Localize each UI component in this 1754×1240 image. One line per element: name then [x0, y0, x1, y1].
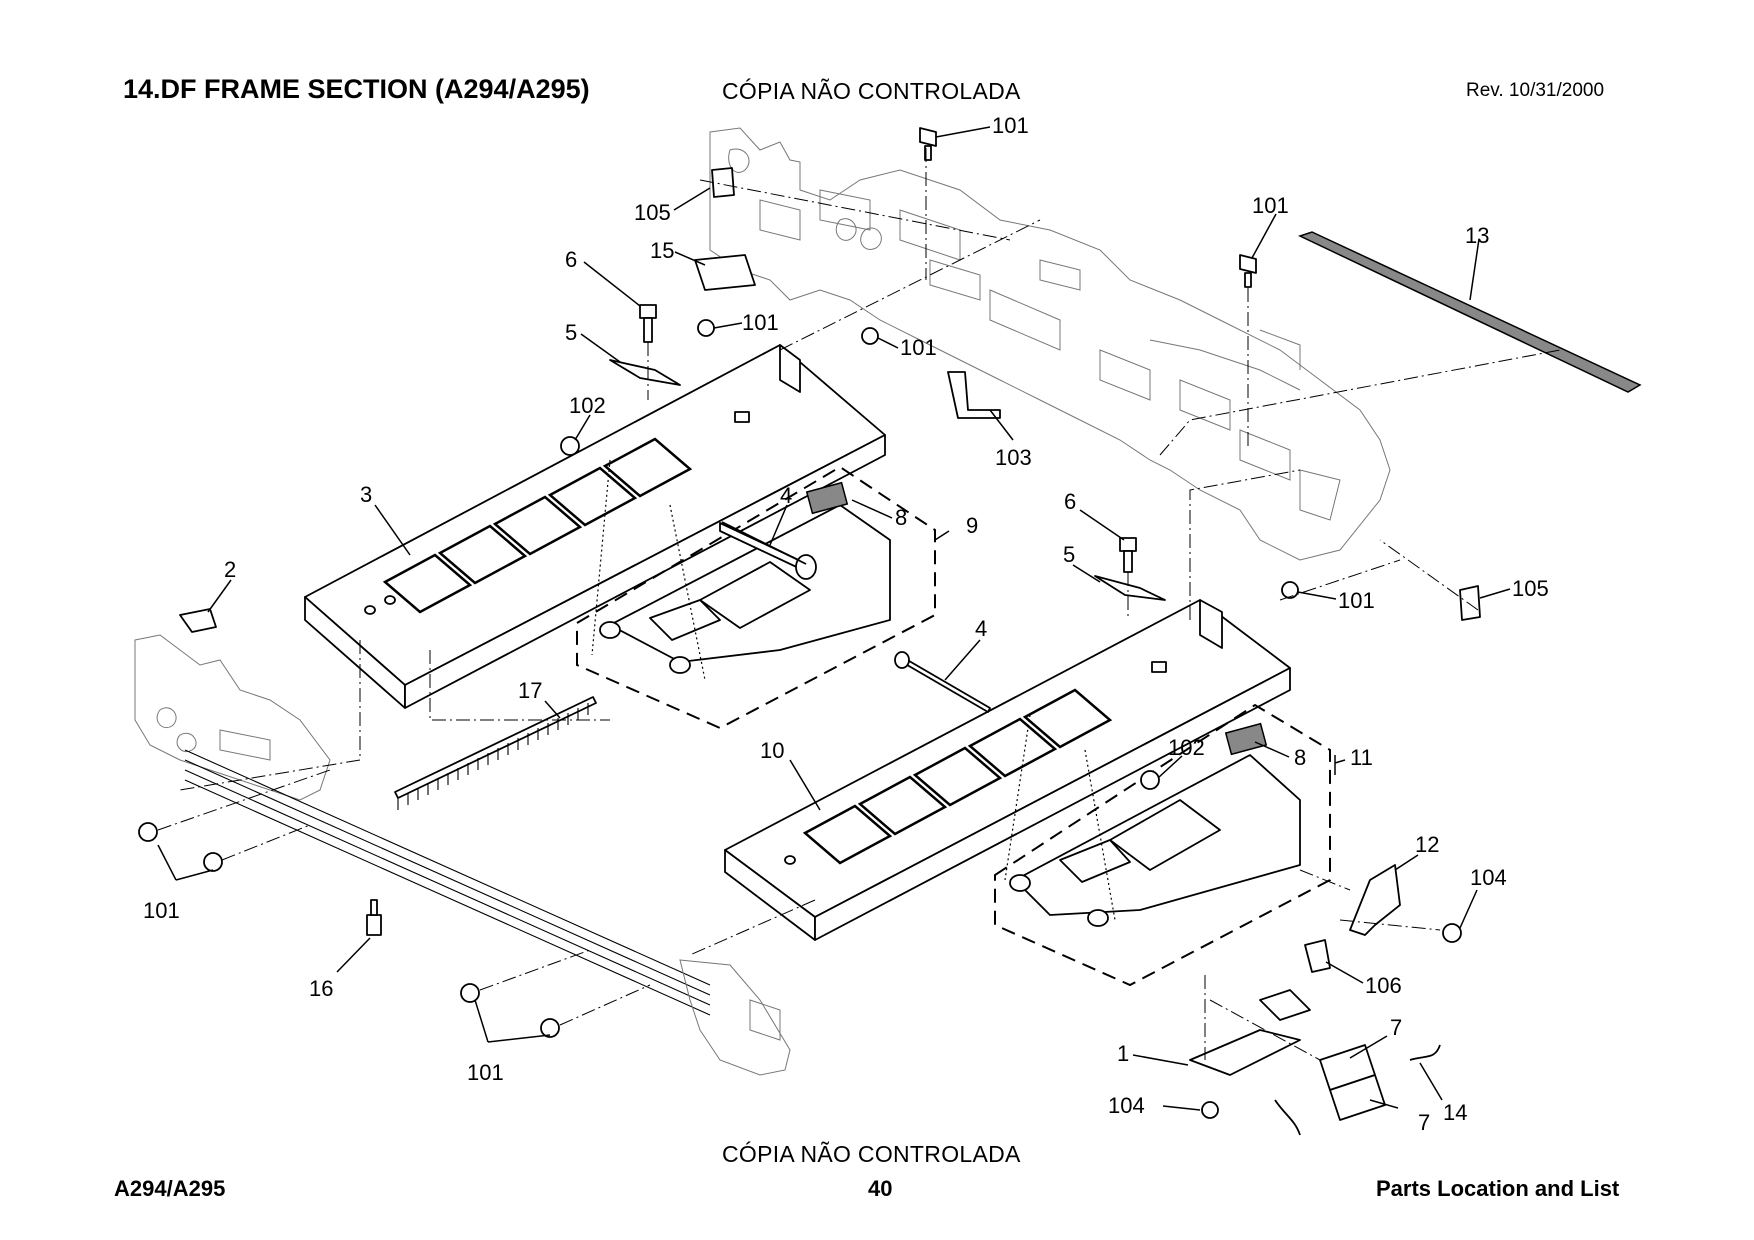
callout-5: 5: [565, 320, 577, 345]
callout-101: 101: [467, 1060, 504, 1085]
callout-101: 101: [143, 898, 180, 923]
callout-105: 105: [634, 200, 671, 225]
leader-lines: [157, 126, 1511, 1111]
watermark-top: CÓPIA NÃO CONTROLADA: [722, 78, 1021, 104]
reference-lines: [157, 148, 1561, 1061]
screw-101-top: [919, 127, 937, 161]
frame-plate-3: [304, 344, 886, 709]
callout-11: 11: [1350, 745, 1373, 770]
callout-102: 102: [569, 393, 606, 418]
callout-105: 105: [1512, 576, 1549, 601]
callout-17: 17: [518, 678, 542, 703]
callout-101: 101: [1252, 193, 1289, 218]
assembly-11: [994, 703, 1331, 987]
callout-12: 12: [1415, 832, 1439, 857]
callout-6: 6: [1064, 489, 1076, 514]
callout-4: 4: [975, 616, 987, 641]
frame-plate-10: [724, 599, 1291, 941]
callout-104: 104: [1470, 865, 1507, 890]
callout-102: 102: [1168, 735, 1205, 760]
callout-7: 7: [1390, 1015, 1402, 1040]
small-parts: [138, 127, 1481, 1136]
callout-101: 101: [742, 310, 779, 335]
callout-1: 1: [1117, 1041, 1129, 1066]
callout-8: 8: [895, 505, 907, 530]
callout-numbers: 101 105 15 6 101 5 101 101 13 102 103 3 …: [143, 113, 1549, 1135]
callout-10: 10: [760, 738, 784, 763]
callout-2: 2: [224, 557, 236, 582]
strip-13: [1297, 231, 1642, 393]
page-title: 14.DF FRAME SECTION (A294/A295): [123, 74, 590, 104]
watermark-bottom: CÓPIA NÃO CONTROLADA: [722, 1141, 1021, 1167]
shafts-4: [721, 521, 991, 713]
callout-5: 5: [1063, 542, 1075, 567]
callout-14: 14: [1443, 1100, 1467, 1125]
model-number: A294/A295: [114, 1176, 226, 1201]
callout-101: 101: [992, 113, 1029, 138]
callout-101: 101: [1338, 588, 1375, 613]
rear-frame: [709, 127, 1391, 561]
callout-104: 104: [1108, 1093, 1145, 1118]
callout-7: 7: [1418, 1110, 1430, 1135]
screw-101-right: [1239, 254, 1257, 288]
callout-15: 15: [650, 238, 674, 263]
callout-16: 16: [309, 976, 333, 1001]
callout-101: 101: [900, 335, 937, 360]
callout-4: 4: [780, 483, 792, 508]
section-name: Parts Location and List: [1376, 1176, 1620, 1201]
callout-106: 106: [1365, 973, 1402, 998]
callout-13: 13: [1465, 223, 1489, 248]
assembly-9: [576, 465, 936, 730]
callout-3: 3: [360, 482, 372, 507]
brush-17: [394, 696, 597, 810]
page-number: 40: [868, 1176, 893, 1201]
callout-8: 8: [1294, 745, 1306, 770]
revision-date: Rev. 10/31/2000: [1466, 80, 1605, 101]
callout-103: 103: [995, 445, 1032, 470]
callout-6: 6: [565, 247, 577, 272]
callout-9: 9: [966, 513, 978, 538]
left-side-frame: [134, 634, 791, 1076]
